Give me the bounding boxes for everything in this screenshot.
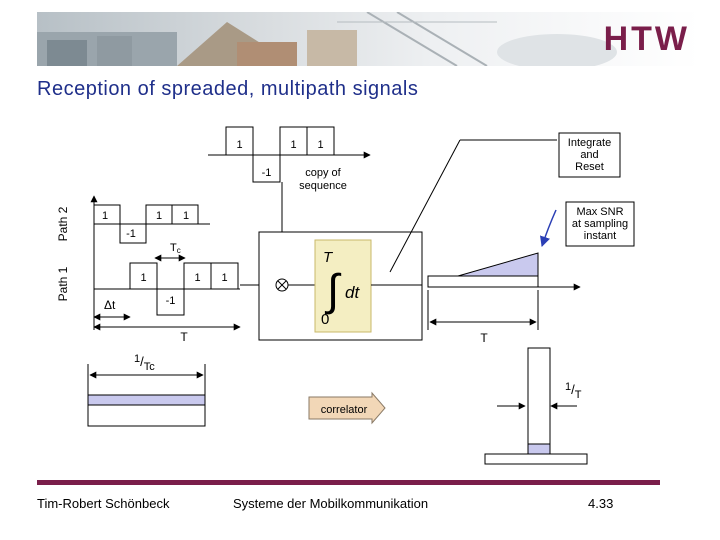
snr-label-3: instant bbox=[584, 230, 616, 242]
freq-t-label: 1/T bbox=[565, 381, 582, 401]
correlator-arrow bbox=[308, 391, 386, 425]
wideband-spectrum: 1/Tc bbox=[87, 353, 206, 427]
path2-signal: 1 -1 1 1 bbox=[93, 204, 210, 244]
integrate-label-2: and bbox=[580, 149, 598, 161]
delta-t-label: Δt bbox=[104, 298, 116, 312]
integrator-box bbox=[314, 239, 372, 333]
integral-sign: ∫ bbox=[324, 266, 342, 315]
spreading-sequence: 1 -1 1 1 copy of sequence bbox=[208, 126, 371, 192]
integrate-label-1: Integrate bbox=[568, 137, 611, 149]
path2-chip-2: -1 bbox=[126, 228, 136, 240]
integral-upper: T bbox=[323, 249, 334, 266]
slide-title: Reception of spreaded, multipath signals bbox=[37, 78, 419, 100]
snr-label-2: at sampling bbox=[572, 218, 628, 230]
t-label-right: T bbox=[480, 331, 488, 345]
path1-chip-4: 1 bbox=[221, 272, 227, 284]
output-baseline bbox=[427, 275, 539, 288]
seq-chip-3: 1 bbox=[290, 139, 296, 151]
tc-label: Tc bbox=[170, 242, 181, 255]
integral-lower: 0 bbox=[321, 311, 329, 328]
path1-signal: 1 -1 1 1 bbox=[94, 262, 240, 316]
path1-chip-1: 1 bbox=[140, 272, 146, 284]
integral-dt: dt bbox=[345, 283, 360, 302]
narrowband-spectrum: 1/T bbox=[484, 347, 588, 465]
max-snr-box bbox=[565, 201, 635, 247]
copy-label-2: sequence bbox=[299, 180, 347, 192]
footer-bar bbox=[37, 480, 660, 485]
path1-chip-3: 1 bbox=[194, 272, 200, 284]
footer-page-number: 4.33 bbox=[588, 496, 614, 511]
correlator-label: correlator bbox=[321, 404, 368, 416]
seq-chip-2: -1 bbox=[262, 167, 272, 179]
integrate-reset-box bbox=[558, 132, 621, 178]
path1-label: Path 1 bbox=[56, 266, 70, 301]
header-banner: HTW bbox=[37, 12, 700, 66]
banner-photo bbox=[37, 12, 700, 66]
path2-label: Path 2 bbox=[56, 206, 70, 241]
footer-author: Tim-Robert Schönbeck bbox=[37, 496, 170, 511]
t-label-left: T bbox=[180, 330, 188, 344]
freq-tc-label: 1/Tc bbox=[134, 353, 155, 373]
path1-chip-2: -1 bbox=[166, 295, 176, 307]
snr-arrow bbox=[540, 209, 557, 247]
path2-chip-4: 1 bbox=[183, 210, 189, 222]
path2-chip-1: 1 bbox=[102, 210, 108, 222]
footer-course: Systeme der Mobilkommunikation bbox=[233, 496, 429, 511]
seq-chip-4: 1 bbox=[317, 139, 323, 151]
seq-chip-1: 1 bbox=[236, 139, 242, 151]
integrate-label-3: Reset bbox=[575, 161, 604, 173]
snr-label-1: Max SNR bbox=[576, 206, 623, 218]
copy-label-1: copy of bbox=[305, 167, 341, 179]
path2-chip-3: 1 bbox=[156, 210, 162, 222]
output-ramp bbox=[457, 252, 539, 277]
htw-logo: HTW bbox=[603, 20, 690, 58]
